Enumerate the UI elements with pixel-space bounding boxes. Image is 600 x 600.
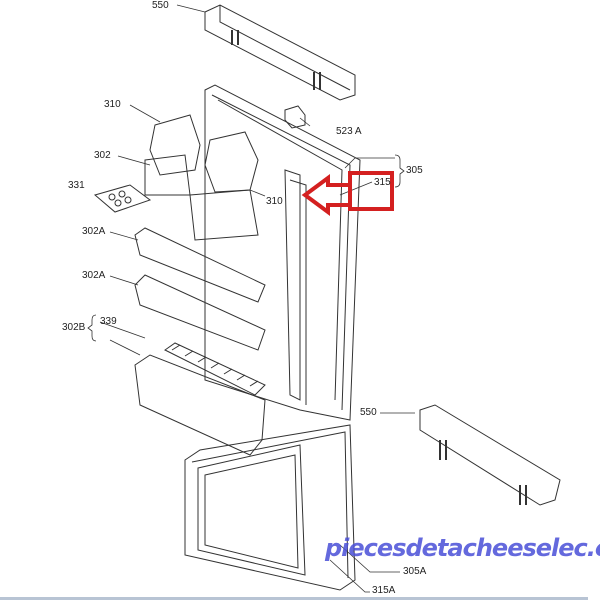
label-523a: 523 A bbox=[336, 126, 362, 137]
bin-310-right bbox=[204, 131, 259, 193]
label-331: 331 bbox=[68, 180, 85, 191]
bin-302b bbox=[134, 354, 266, 456]
label-315: 315 bbox=[374, 177, 391, 188]
label-305: 305 bbox=[406, 165, 423, 176]
watermark: piecesdetacheeselec.com bbox=[325, 534, 600, 562]
shelf-302a-1 bbox=[134, 227, 266, 303]
part-523a bbox=[284, 105, 306, 129]
label-550-top: 550 bbox=[152, 0, 169, 11]
grille-339 bbox=[164, 342, 266, 396]
lower-door bbox=[184, 424, 356, 591]
label-302a-2: 302A bbox=[82, 270, 106, 281]
hinge-bottom-part bbox=[419, 404, 561, 506]
holder-302-left bbox=[144, 154, 191, 196]
grille-slats bbox=[171, 344, 259, 387]
label-550-bottom: 550 bbox=[360, 407, 377, 418]
label-339: 339 bbox=[100, 316, 117, 327]
label-315a: 315A bbox=[372, 585, 396, 596]
leader-lines bbox=[87, 4, 415, 593]
label-302a-1: 302A bbox=[82, 226, 106, 237]
label-310-left: 310 bbox=[104, 99, 121, 110]
holder-302-right bbox=[189, 189, 259, 241]
egg-tray-331 bbox=[93, 184, 152, 213]
label-302: 302 bbox=[94, 150, 111, 161]
hinge-top-part bbox=[204, 4, 356, 101]
shelf-302a-2 bbox=[134, 274, 266, 351]
label-302b: 302B bbox=[62, 322, 86, 333]
label-305a: 305A bbox=[403, 566, 427, 577]
label-310-right: 310 bbox=[266, 196, 283, 207]
highlight-arrow bbox=[301, 171, 394, 216]
bottom-border bbox=[0, 597, 588, 600]
upper-door bbox=[204, 84, 361, 421]
bin-310-left bbox=[149, 114, 201, 176]
